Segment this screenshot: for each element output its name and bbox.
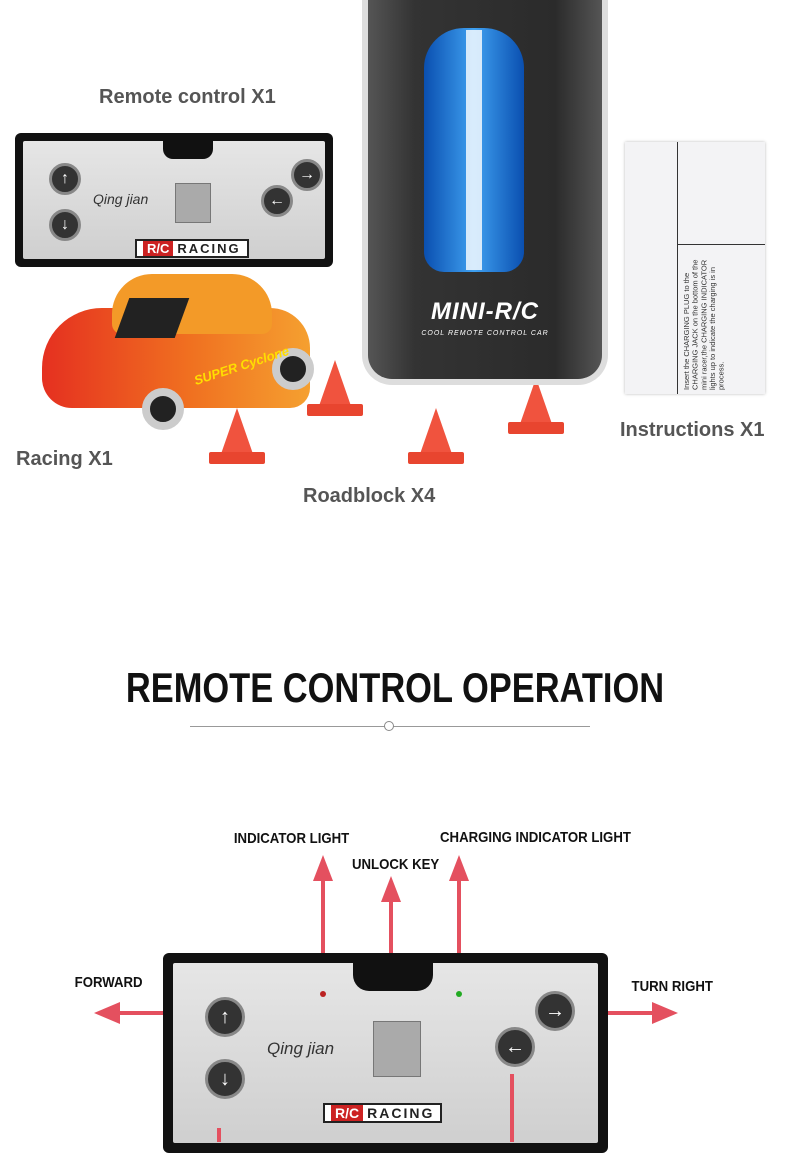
can-brand: MINI-R/C (431, 298, 539, 325)
instructions-label: Instructions X1 (620, 419, 765, 441)
remote-logo: Qing jian (267, 1039, 335, 1058)
roadblock-cone (508, 378, 564, 434)
roadblock-cone (307, 360, 363, 416)
remote-label: Remote control X1 (99, 86, 276, 108)
instructions-sheet: Insert the CHARGING PLUG to the CHARGING… (625, 142, 765, 394)
label-forward: FORWARD (74, 974, 143, 991)
instructions-text: Insert the CHARGING PLUG to the CHARGING… (683, 259, 726, 390)
turn-right-button-icon: → (535, 991, 575, 1031)
arrow-down-icon: ↓ (49, 209, 81, 241)
label-turn-right: TURN RIGHT (631, 978, 713, 995)
rc-badge: R/C (331, 1105, 364, 1121)
arrow-up-icon: ↑ (49, 163, 81, 195)
racing-text: RACING (177, 241, 241, 256)
indicator-light (320, 991, 326, 997)
arrow-line (582, 1011, 654, 1015)
arrow-up-icon (381, 876, 401, 902)
turn-left-button-icon: ← (495, 1027, 535, 1067)
label-indicator-light: INDICATOR LIGHT (233, 830, 350, 847)
section-title: REMOTE CONTROL OPERATION (125, 664, 665, 711)
remote-logo: Qing jian (93, 191, 149, 207)
can-tagline: COOL REMOTE CONTROL CAR (421, 330, 549, 337)
unlock-key (353, 963, 433, 991)
racing-text: RACING (367, 1105, 435, 1121)
rc-badge: R/C (143, 241, 174, 256)
arrow-line (321, 878, 325, 966)
arrow-left-icon (94, 1002, 120, 1024)
roadblock-cone (209, 408, 265, 464)
arrow-line (510, 1074, 514, 1142)
charging-indicator-light (456, 991, 462, 997)
label-charging-indicator: CHARGING INDICATOR LIGHT (440, 829, 631, 846)
roadblock-label: Roadblock X4 (303, 485, 436, 507)
roadblock-cone (408, 408, 464, 464)
packaging-can: MINI-R/C COOL REMOTE CONTROL CAR (362, 0, 608, 385)
arrow-right-icon (652, 1002, 678, 1024)
arrow-up-icon (313, 855, 333, 881)
arrow-right-icon: → (291, 159, 323, 191)
arrow-left-icon: ← (261, 185, 293, 217)
forward-button-icon: ↑ (205, 997, 245, 1037)
racing-label: Racing X1 (16, 448, 113, 470)
racing-car-image: SUPER Cyclone (42, 268, 314, 440)
label-unlock-key: UNLOCK KEY (351, 856, 440, 873)
arrow-line (389, 898, 393, 966)
arrow-line (457, 878, 461, 966)
charging-plug (373, 1021, 421, 1077)
divider-dot (384, 721, 394, 731)
arrow-line (118, 1011, 190, 1015)
arrow-up-icon (449, 855, 469, 881)
arrow-line (217, 1128, 221, 1142)
backward-button-icon: ↓ (205, 1059, 245, 1099)
